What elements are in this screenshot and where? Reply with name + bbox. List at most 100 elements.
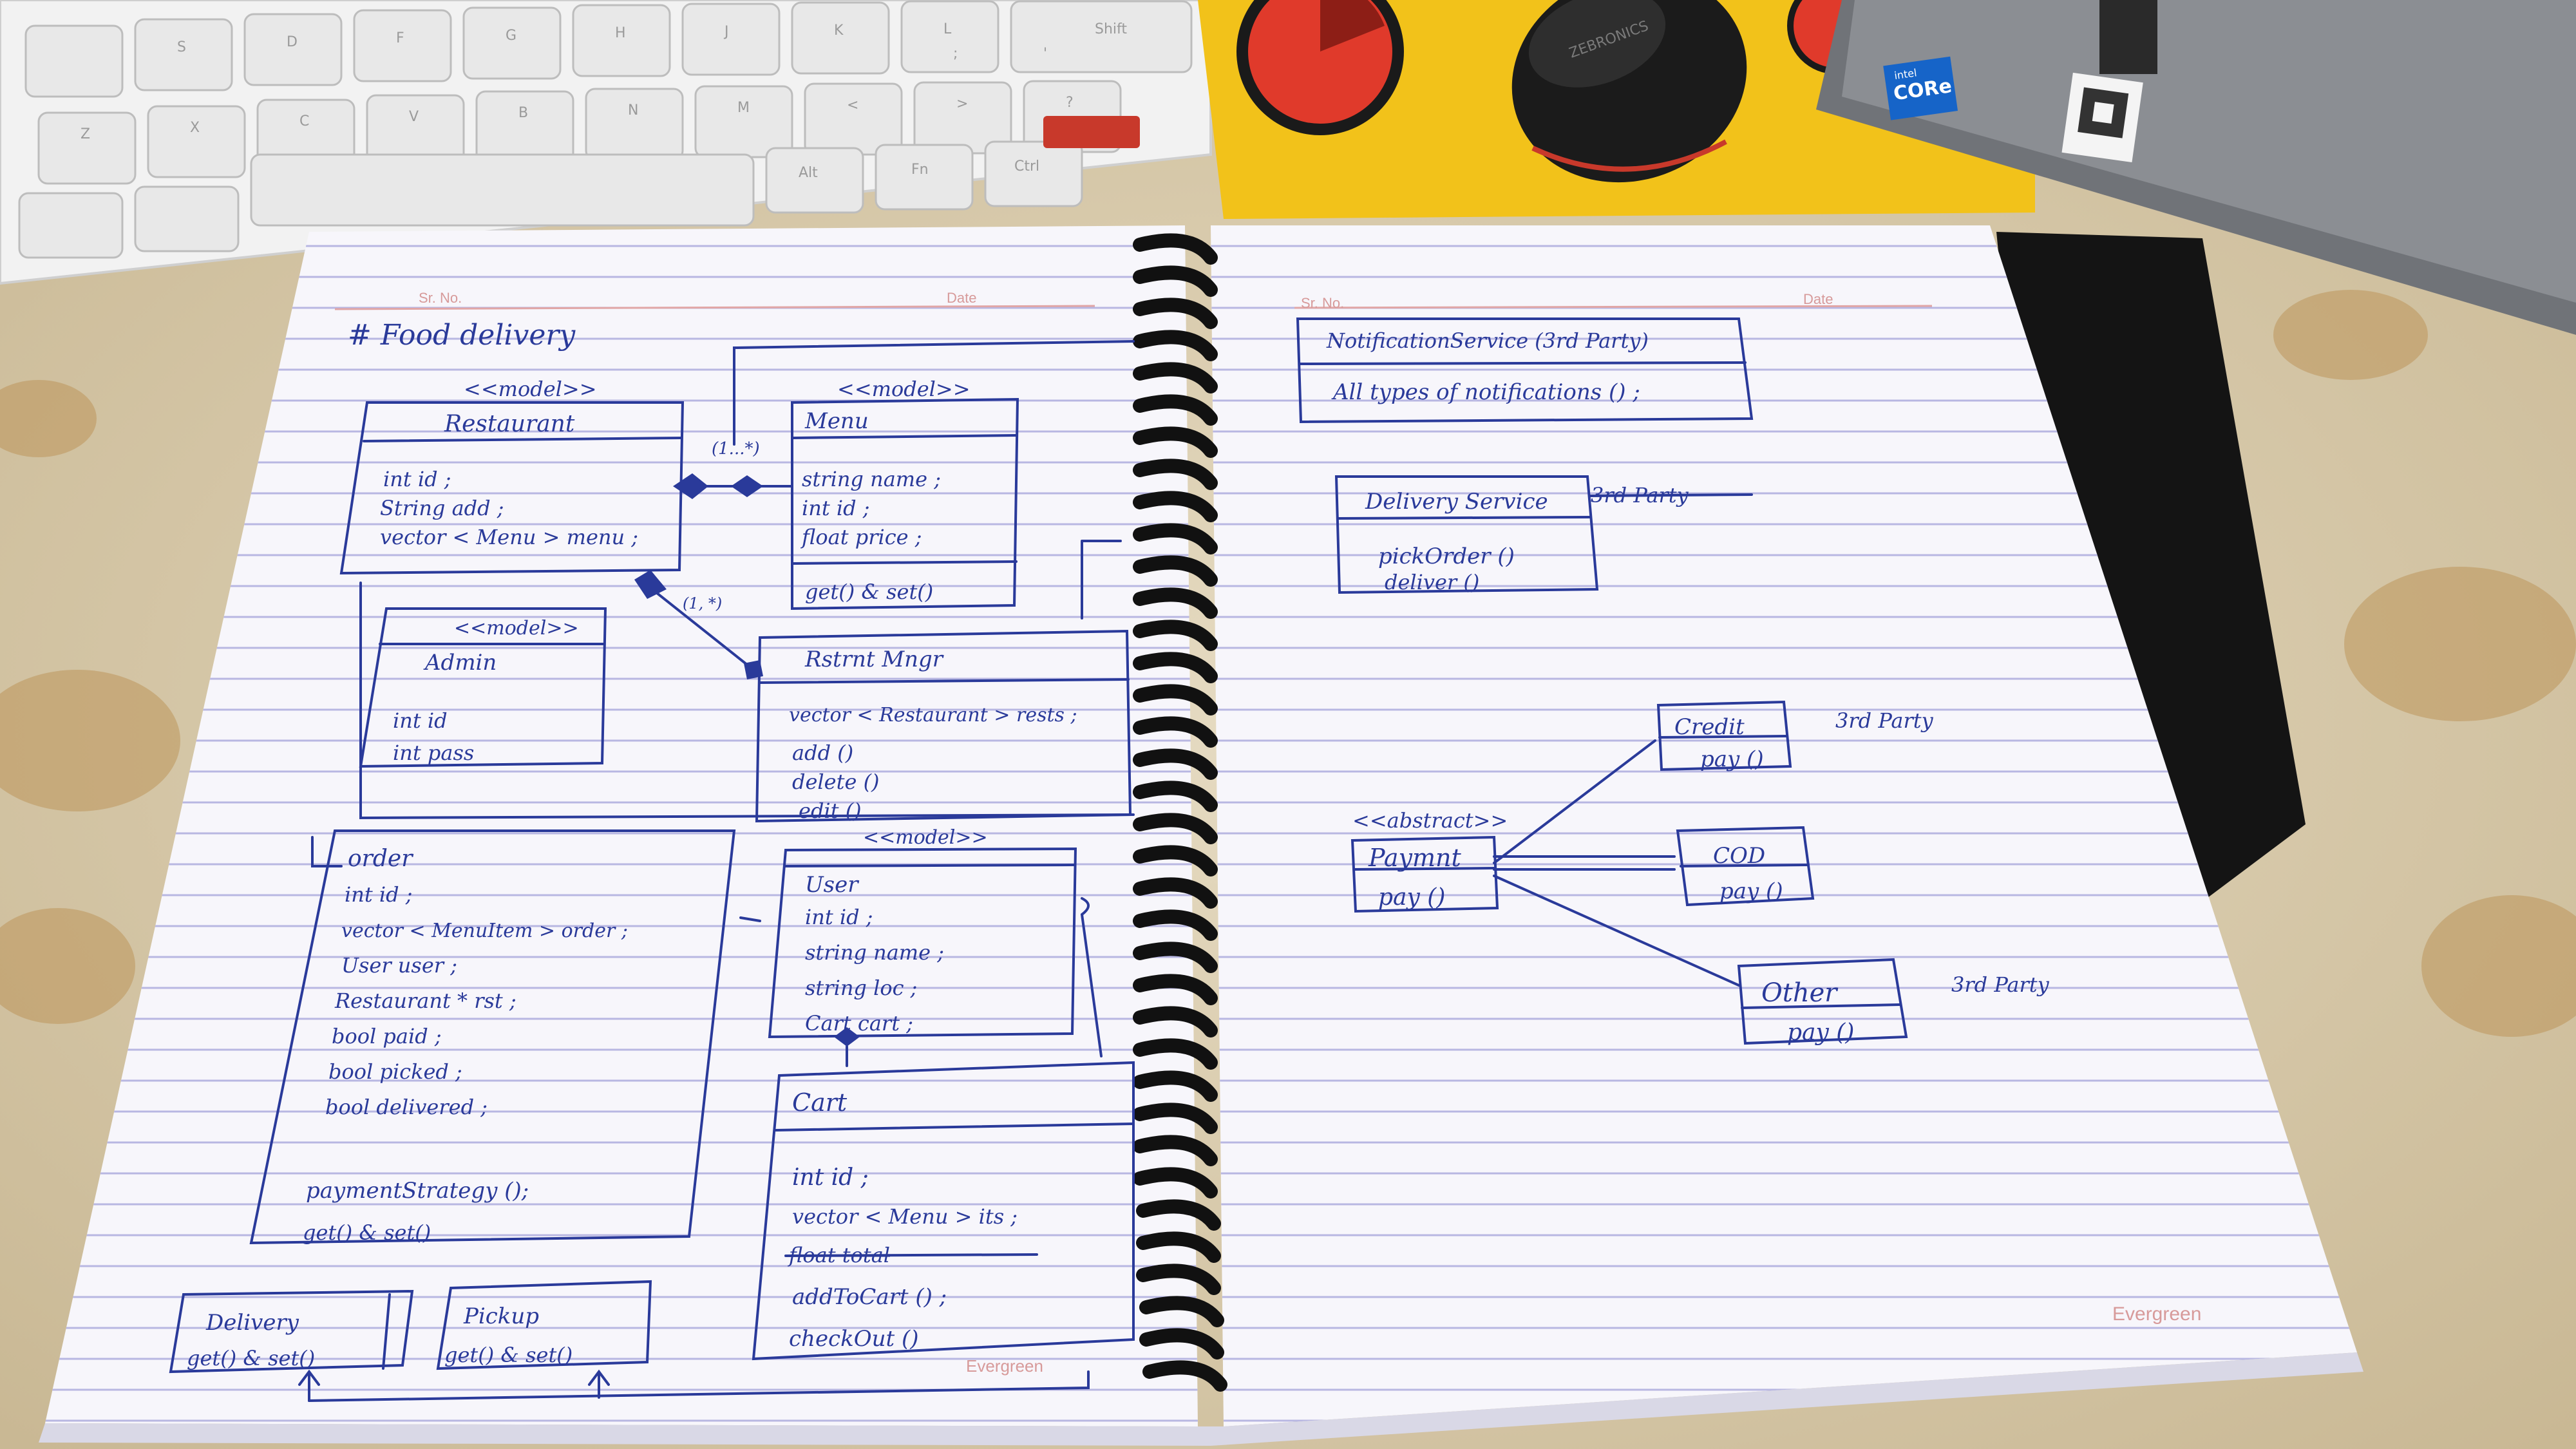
key-k: K [834,23,844,39]
key-semicolon: ; [953,46,958,62]
delivery-service-method-2: deliver () [1385,570,1479,594]
admin-name: Admin [423,650,497,676]
other-class: Other pay () 3rd Party [1737,958,2050,1046]
key-n: N [628,102,638,118]
keyboard-keys [18,0,1193,259]
right-page-diagram: NotificationService (3rd Party) All type… [1296,317,2050,1046]
restaurant-stereotype: <<model>> [464,377,597,401]
cart-class: Cart int id ; vector < Menu > its ; floa… [752,1061,1135,1361]
menu-stereotype: <<model>> [837,377,971,401]
restaurant-manager-class: Rstrnt Mngr vector < Restaurant > rests … [755,629,1132,823]
order-field-6: bool picked ; [328,1059,462,1084]
restaurant-class: <<model>> Restaurant int id ; String add… [339,377,685,575]
payment-inheritance-lines [1493,739,1740,987]
pickup-method: get() & set() [444,1343,573,1367]
manager-diamond [634,570,667,599]
laptop: intel CORe [1816,0,2576,335]
menu-field-3: float price ; [800,525,922,549]
order-class: order int id ; vector < MenuItem > order… [249,829,761,1245]
payment-stereotype: <<abstract>> [1352,808,1508,833]
key-f: F [396,30,404,46]
manager-method-3: edit () [799,799,862,823]
key-c: C [299,113,309,129]
menu-name: Menu [804,408,869,434]
user-field-2: string name ; [805,940,944,965]
key-g: G [506,28,516,44]
manager-field-1: vector < Restaurant > rests ; [789,704,1077,726]
order-field-1: int id ; [345,882,413,907]
keyboard-legends: S D F G H J K L ; ' Shift Z X C V B N M … [80,21,1127,181]
restaurant-field-1: int id ; [383,467,451,491]
pickup-name: Pickup [463,1303,539,1329]
key-alt: Alt [799,165,818,181]
order-method-2: get() & set() [303,1220,431,1245]
key-d: D [287,34,298,50]
restaurant-field-3: vector < Menu > menu ; [380,525,638,549]
delivery-service-method-1: pickOrder () [1378,544,1515,569]
right-footer-brand: Evergreen [2112,1303,2201,1325]
mouse: ZEBRONICS [1511,0,1747,183]
left-page-diagram: # Food delivery <<model>> Restaurant int… [169,319,1135,1402]
credit-note: 3rd Party [1835,708,1934,733]
multiplicity-mid: (1, *) [683,594,722,612]
intel-core-sticker [1883,56,1958,120]
keyboard-red-accent [1043,116,1140,148]
cart-method-2: checkOut () [789,1326,918,1352]
menu-class: <<model>> Menu string name ; int id ; fl… [791,377,1019,611]
delivery-class: Delivery get() & set() [169,1289,414,1374]
key-h: H [615,25,626,41]
order-field-3: User user ; [341,953,457,978]
key-l: L [943,21,952,37]
order-field-4: Restaurant * rst ; [334,989,516,1013]
other-name: Other [1761,978,1839,1008]
user-field-4: Cart cart ; [805,1011,913,1036]
manager-method-1: add () [792,741,853,765]
order-field-7: bool delivered ; [325,1095,488,1119]
key-v: V [409,109,419,125]
key-z: Z [80,126,90,142]
credit-class: Credit pay () 3rd Party [1656,700,1934,772]
cart-field-2: vector < Menu > its ; [792,1204,1018,1229]
manager-method-2: delete () [792,770,880,794]
admin-class: <<model>> Admin int id int pass [359,607,607,768]
cod-name: COD [1713,843,1765,869]
key-question: ? [1066,95,1074,111]
left-footer-brand: Evergreen [966,1356,1043,1376]
order-field-5: bool paid ; [332,1024,442,1048]
right-header-date: Date [1803,291,1833,307]
manager-name: Rstrnt Mngr [804,647,944,672]
key-quote: ' [1043,46,1047,62]
keyboard: S D F G H J K L ; ' Shift Z X C V B N M … [0,0,1212,285]
delivery-service-name: Delivery Service [1365,489,1548,515]
notebook: Sr. No. Date Sr. No. Date Evergreen Ever… [39,225,2363,1446]
key-b: B [518,105,528,121]
user-field-3: string loc ; [805,976,917,1000]
key-fn: Fn [911,162,929,178]
cart-name: Cart [792,1088,848,1117]
user-field-1: int id ; [805,905,873,929]
restaurant-field-2: String add ; [380,496,504,520]
key-s: S [177,39,186,55]
user-stereotype: <<model>> [863,826,988,849]
pickup-class: Pickup get() & set() [436,1280,652,1370]
payment-name: Paymnt [1368,844,1461,872]
left-header-date: Date [947,290,976,306]
credit-name: Credit [1674,714,1745,740]
key-gt: > [956,96,968,112]
key-x: X [190,120,200,136]
order-method-1: paymentStrategy (); [306,1178,529,1204]
diagram-title: # Food delivery [348,319,576,352]
restaurant-name: Restaurant [444,411,575,437]
admin-field-1: int id [393,708,448,733]
cart-method-1: addToCart () ; [792,1284,947,1310]
key-m: M [737,100,750,116]
cart-field-1: int id ; [792,1164,869,1191]
menu-field-1: string name ; [802,467,941,491]
notification-service-class: NotificationService (3rd Party) All type… [1296,317,1754,424]
payment-method: pay () [1378,884,1445,911]
user-name: User [805,872,859,898]
credit-method: pay () [1700,746,1764,772]
left-header-no: Sr. No. [419,290,462,306]
other-method: pay () [1787,1019,1854,1046]
